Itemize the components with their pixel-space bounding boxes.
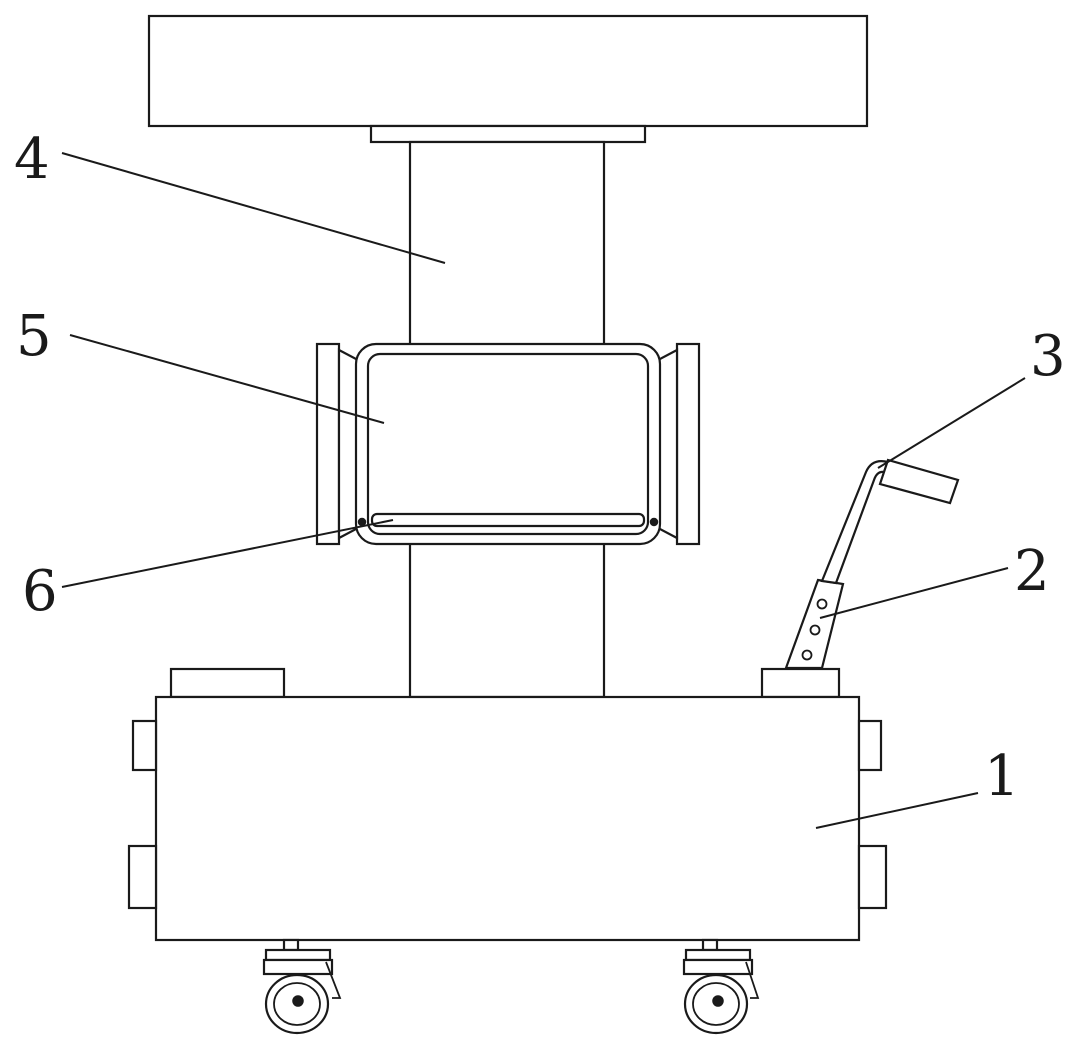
base-side-tab-left-lower xyxy=(127,844,158,910)
base-body xyxy=(154,695,861,942)
caster-wheel-rim xyxy=(692,982,740,1026)
sleeve-hole-2 xyxy=(809,624,821,636)
leader-line-5 xyxy=(69,334,385,424)
callout-label-2: 2 xyxy=(1014,539,1050,604)
callout-label-4: 4 xyxy=(14,127,50,192)
caster-hub xyxy=(712,995,724,1007)
top-plate-mount xyxy=(369,124,647,144)
caster-plate xyxy=(264,948,332,962)
caster-brake xyxy=(745,961,760,999)
leader-line-4 xyxy=(61,152,446,264)
base-side-tab-right-lower xyxy=(857,844,888,910)
caster-housing xyxy=(262,958,334,976)
sleeve-hole-3 xyxy=(801,649,813,661)
right-outer-bracket xyxy=(675,342,701,546)
leader-line-6 xyxy=(61,519,394,588)
caster-housing xyxy=(682,958,754,976)
handle-bar xyxy=(820,460,890,585)
leader-line-3 xyxy=(877,377,1026,469)
caster-brake xyxy=(325,961,342,999)
adjustable-sleeve xyxy=(784,578,845,670)
left-outer-bracket xyxy=(315,342,341,546)
handle-assembly xyxy=(784,458,960,670)
callout-label-1: 1 xyxy=(984,744,1020,809)
callout-label-3: 3 xyxy=(1030,324,1066,389)
holder-frame-inner xyxy=(366,352,650,536)
base-top-block-left xyxy=(169,667,286,699)
leader-line-1 xyxy=(815,792,979,829)
rod-end-left xyxy=(357,517,367,527)
base-top-block-right xyxy=(760,667,841,699)
holder-assembly xyxy=(315,342,701,546)
callout-label-6: 6 xyxy=(22,559,58,624)
caster-plate xyxy=(684,948,752,962)
rod-end-right xyxy=(649,517,659,527)
caster-left xyxy=(262,938,342,1035)
caster-right xyxy=(682,938,760,1035)
leader-line-2 xyxy=(819,567,1009,619)
base-side-tab-left-upper xyxy=(131,719,158,772)
base-side-tab-right-upper xyxy=(857,719,883,772)
caster-wheel-rim xyxy=(273,982,321,1026)
top-plate xyxy=(147,14,869,128)
holder-rod xyxy=(370,512,646,528)
caster-stem xyxy=(282,938,300,952)
handle-grip xyxy=(878,458,960,505)
caster-stem xyxy=(701,938,719,952)
callout-label-5: 5 xyxy=(16,304,52,369)
sleeve-hole-1 xyxy=(816,598,828,610)
caster-hub xyxy=(292,995,304,1007)
